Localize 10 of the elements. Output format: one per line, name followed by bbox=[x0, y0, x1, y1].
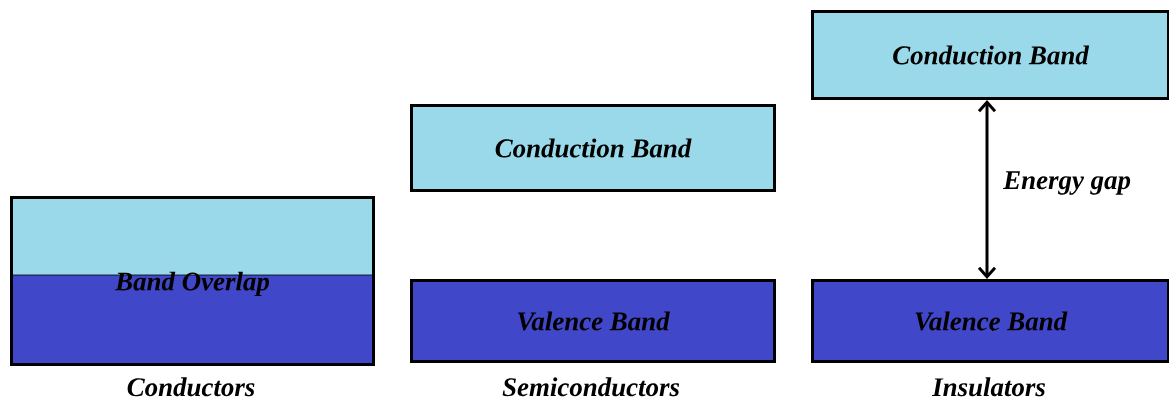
band-caption: Semiconductors bbox=[502, 377, 680, 397]
valence-band-box: Valence Band bbox=[811, 279, 1169, 363]
conduction-band-box: Conduction Band bbox=[410, 104, 776, 192]
edge-label: Energy gap bbox=[1002, 170, 1132, 196]
valence-band-box: Valence Band bbox=[410, 279, 776, 363]
conduction-band-box: Conduction Band bbox=[811, 10, 1169, 100]
band-caption: Insulators bbox=[931, 377, 1045, 397]
band-caption: Conductors bbox=[127, 377, 255, 397]
double-arrow bbox=[977, 100, 997, 279]
band-overlap-box: Band Overlap bbox=[9, 196, 375, 366]
